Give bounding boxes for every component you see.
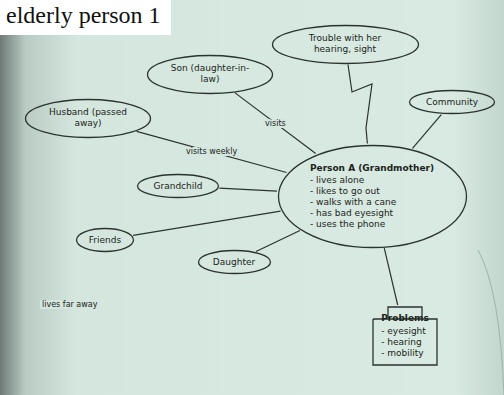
topic-bubble: Person A (Grandmother)- lives alone- lik… [277, 144, 468, 249]
bubble-border [410, 91, 495, 114]
diagram-title: elderly person 1 [0, 0, 171, 35]
node-item: - has bad eyesight [310, 208, 434, 219]
connector-line [137, 131, 287, 172]
connector-line [219, 188, 276, 191]
node-heading: Problems [381, 313, 429, 324]
connector-line [348, 64, 372, 143]
node-heading: Daughter [213, 257, 255, 268]
topic-bubble: Son (daughter-in-law) [146, 54, 274, 95]
node-item: - lives alone [310, 175, 434, 186]
node-heading: Person A (Grandmother) [310, 163, 434, 174]
node-item: - walks with a cane [310, 197, 434, 208]
connector-line [133, 211, 280, 235]
bubble-border [148, 55, 273, 93]
note-text: lives far away [40, 300, 99, 309]
topic-bubble: Community [408, 89, 496, 115]
connector-line [384, 248, 397, 305]
topic-bubble: Daughter [197, 249, 272, 275]
connector-label: visits weekly [184, 147, 239, 156]
topic-bubble: Friends [75, 227, 135, 253]
node-heading: Husband (passed away) [48, 107, 128, 129]
connector-line [412, 115, 441, 149]
connector-label: visits [263, 119, 288, 128]
node-item: - hearing [381, 337, 429, 348]
node-heading: Community [426, 97, 478, 108]
connector-line [235, 93, 316, 154]
node-item: - uses the phone [310, 219, 434, 230]
node-heading: Trouble with her hearing, sight [298, 33, 393, 55]
note-box: Problems - eyesight- hearing- mobility [371, 305, 439, 367]
node-item: - mobility [381, 348, 429, 359]
bubble-border [77, 229, 134, 252]
topic-bubble: Trouble with her hearing, sight [271, 24, 420, 65]
node-heading: Son (daughter-in-law) [170, 63, 250, 85]
connector-line [256, 230, 300, 251]
topic-bubble: Husband (passed away) [24, 98, 152, 139]
node-item: - eyesight [381, 326, 429, 337]
board-stroke [478, 250, 504, 395]
topic-bubble: Grandchild [136, 173, 220, 199]
box-border [373, 307, 437, 365]
bubble-border [198, 251, 270, 274]
bubble-border [138, 175, 219, 198]
bubble-border [278, 145, 466, 247]
node-heading: Grandchild [154, 181, 203, 192]
bubble-border [26, 99, 151, 137]
node-item: - likes to go out [310, 186, 434, 197]
node-heading: Friends [89, 235, 121, 246]
bubble-border [272, 25, 418, 63]
